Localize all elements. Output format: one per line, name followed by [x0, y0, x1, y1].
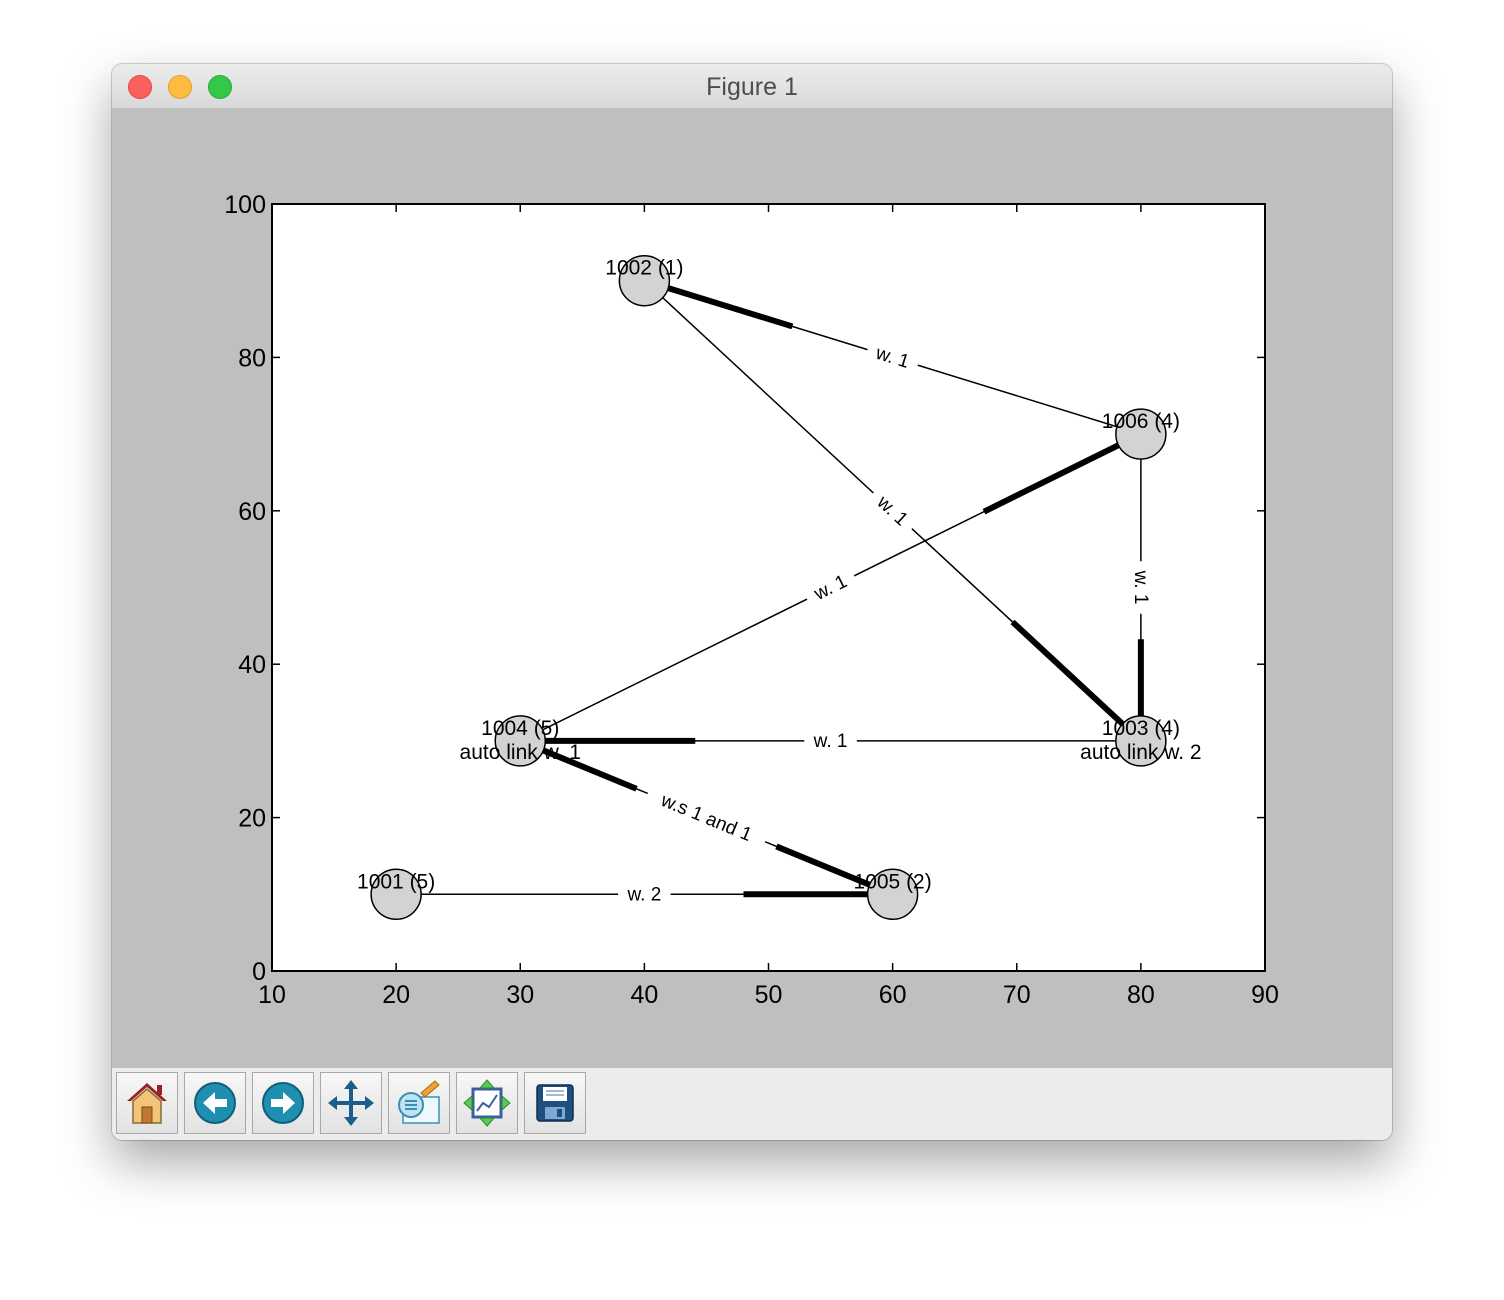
edge-label-bg [643, 781, 771, 852]
edge-heavy-end [1010, 619, 1125, 727]
x-tick-label: 30 [506, 981, 534, 1009]
node-1003[interactable] [1115, 715, 1167, 767]
x-tick-label: 10 [258, 981, 286, 1009]
edge-label-bg [1129, 561, 1154, 614]
edge-heavy-end [775, 843, 871, 888]
x-tick-label: 70 [1003, 981, 1031, 1009]
forward-button[interactable] [252, 1072, 314, 1134]
node-1006[interactable] [1115, 408, 1167, 460]
edge-label-bg [865, 483, 921, 537]
node-label: 1005 (2) [854, 870, 932, 893]
node-sublabel: auto link w. 2 [1080, 741, 1201, 764]
y-tick-label: 80 [238, 344, 266, 372]
subplots-button[interactable] [456, 1072, 518, 1134]
x-tick-label: 60 [879, 981, 907, 1009]
edge-label-group: w. 1 [804, 727, 857, 752]
edge-label-group: w. 2 [618, 881, 671, 906]
node-label: 1004 (5) [481, 717, 559, 740]
zoom-button[interactable] [388, 1072, 450, 1134]
edge-heavy-end [667, 285, 794, 330]
edge-label-bg [864, 337, 922, 376]
minimize-button[interactable] [168, 75, 192, 99]
node-1004[interactable] [494, 715, 546, 767]
edge-label-bg [618, 881, 671, 906]
zoom-rect-icon [398, 1080, 440, 1124]
node-label: 1003 (4) [1102, 717, 1180, 740]
x-tick-label: 80 [1127, 981, 1155, 1009]
figure-canvas[interactable]: 10 20 30 40 50 60 70 80 90 0 20 40 60 80 100 w. 1 w. 1 w… [112, 108, 1392, 1068]
nodes [370, 254, 1167, 921]
forward-arrow-icon [262, 1082, 304, 1124]
close-button[interactable] [128, 75, 152, 99]
edge-heavy-end [542, 747, 638, 792]
title-bar[interactable]: Figure 1 [112, 64, 1392, 109]
home-icon [127, 1083, 167, 1124]
window-title: Figure 1 [706, 73, 798, 101]
configure-subplots-icon [463, 1079, 511, 1127]
zoom-window-button[interactable] [208, 75, 232, 99]
edge-label-bg [804, 727, 857, 752]
x-tick-label: 40 [630, 981, 658, 1009]
edge-label-bg [801, 564, 859, 610]
x-tick-label: 90 [1251, 981, 1279, 1009]
node-label: 1002 (1) [605, 257, 683, 280]
save-icon [536, 1084, 574, 1122]
axis-ticks: 10 20 30 40 50 60 70 80 90 0 20 40 60 80 100 [224, 191, 1279, 1009]
edge-heavy-end [982, 442, 1120, 515]
pan-button[interactable] [320, 1072, 382, 1134]
x-tick-label: 20 [382, 981, 410, 1009]
edge-label: w. 1 [813, 731, 848, 752]
node-label: 1006 (4) [1102, 410, 1180, 433]
move-icon [328, 1080, 374, 1126]
network-plot: 10 20 30 40 50 60 70 80 90 0 20 40 60 80 100 w. 1 w. 1 w… [224, 191, 1279, 1009]
node-1001[interactable] [370, 868, 422, 921]
node-label: 1001 (5) [357, 870, 435, 893]
navigation-toolbar [112, 1068, 1392, 1140]
save-button[interactable] [524, 1072, 586, 1134]
back-button[interactable] [184, 1072, 246, 1134]
node-sublabel: auto link w. 1 [460, 741, 581, 764]
x-tick-label: 50 [755, 981, 783, 1009]
figure-window: Figure 1 10 20 30 40 50 60 70 80 90 0 20 40 60 80 100 … [112, 64, 1392, 1140]
y-tick-label: 0 [252, 958, 266, 986]
y-tick-label: 60 [238, 498, 266, 526]
node-1005[interactable] [866, 868, 919, 921]
node-1002[interactable] [618, 254, 671, 307]
y-tick-label: 20 [238, 805, 266, 833]
edge-label: w. 2 [626, 884, 661, 905]
home-button[interactable] [116, 1072, 178, 1134]
edge-label: w. 1 [1130, 570, 1151, 605]
y-tick-label: 40 [238, 651, 266, 679]
edge-label-group: w. 1 [1129, 561, 1154, 614]
y-tick-label: 100 [224, 191, 266, 219]
back-arrow-icon [194, 1082, 236, 1124]
